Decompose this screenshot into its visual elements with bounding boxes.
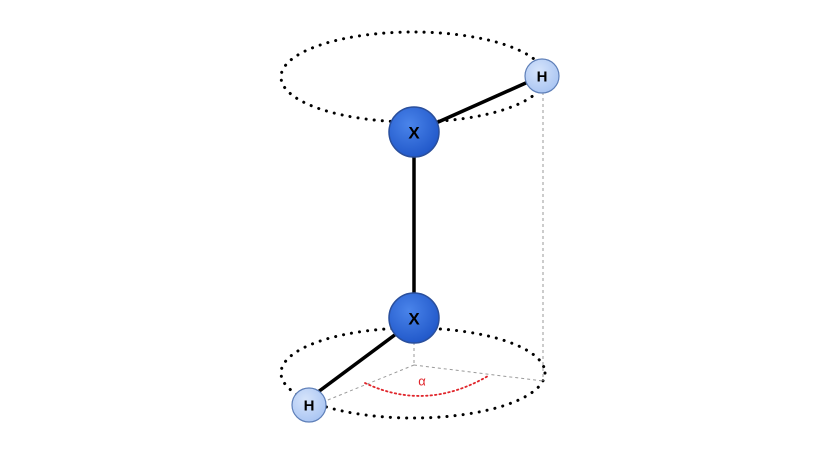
bottom-x-atom-label: X bbox=[408, 310, 420, 329]
top-x-atom: X bbox=[388, 106, 440, 158]
top-x-h-bond bbox=[435, 80, 529, 125]
top-h-atom: H bbox=[524, 58, 560, 94]
projected-top-bond-guide bbox=[413, 364, 544, 382]
bottom-x-h-bond bbox=[316, 332, 398, 394]
top-x-atom-label: X bbox=[408, 124, 420, 143]
bottom-orbit-ellipse bbox=[279, 326, 547, 420]
dihedral-angle-arc bbox=[364, 375, 489, 397]
bottom-x-atom: X bbox=[388, 292, 440, 344]
dihedral-angle-label: α bbox=[418, 374, 426, 389]
projected-bottom-bond-guide bbox=[317, 364, 415, 405]
top-h-atom-label: H bbox=[537, 69, 548, 86]
bottom-h-atom-label: H bbox=[304, 398, 315, 415]
bottom-h-atom: H bbox=[291, 387, 327, 423]
